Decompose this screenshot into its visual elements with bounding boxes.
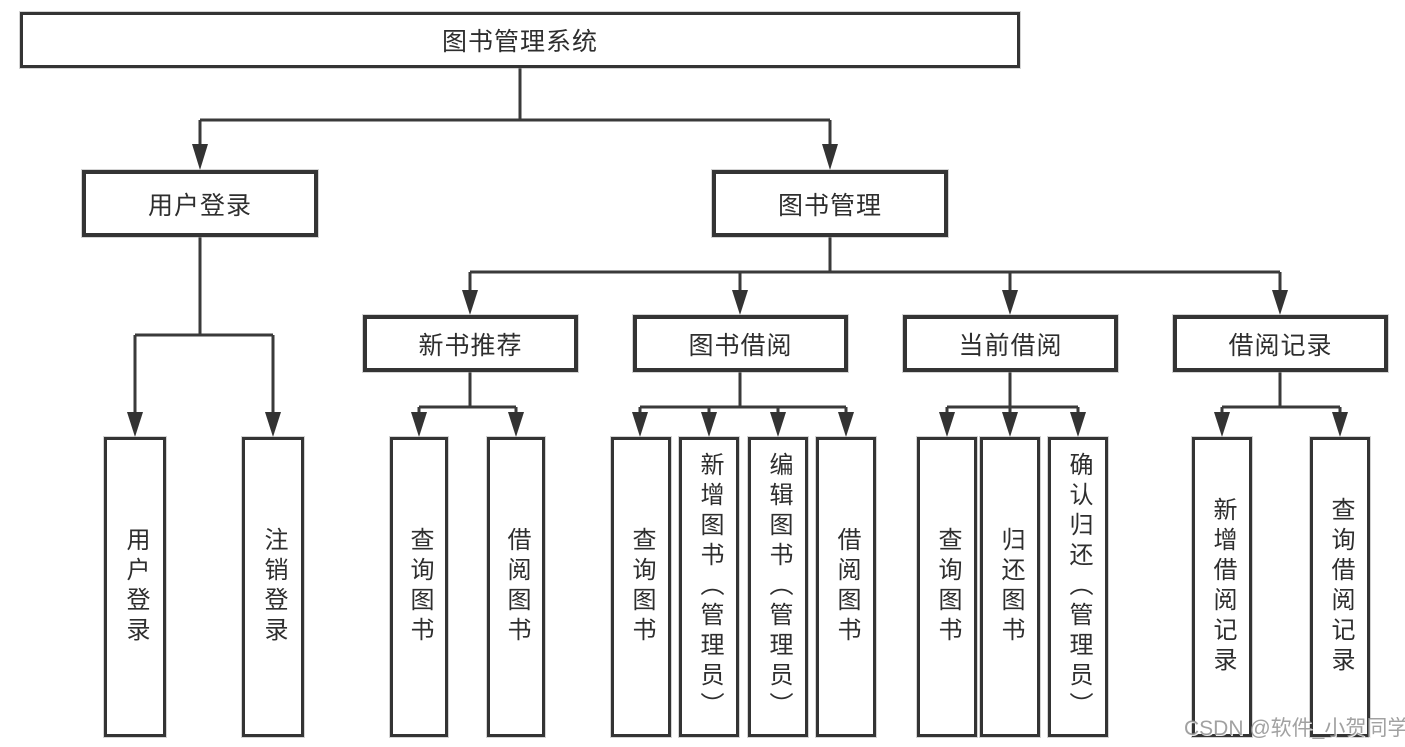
leaf-label: 查询图书 (628, 527, 655, 647)
leaf-user-login: 用户登录 (104, 437, 166, 737)
leaf-query-books-borrowing: 查询图书 (611, 437, 671, 737)
leaf-borrow-books: 借阅图书 (816, 437, 876, 737)
node-user-login: 用户登录 (82, 170, 318, 237)
node-borrowing-records: 借阅记录 (1173, 315, 1388, 372)
leaf-query-books-recommend: 查询图书 (390, 437, 448, 737)
leaf-label: 编辑图书（管理员） (765, 452, 792, 722)
csdn-watermark: CSDN @软件_小贺同学 (1184, 717, 1405, 740)
leaf-label: 新增借阅记录 (1209, 497, 1236, 677)
node-book-management: 图书管理 (712, 170, 948, 237)
leaf-label: 用户登录 (122, 527, 149, 647)
node-root-library-system: 图书管理系统 (20, 12, 1020, 68)
leaf-label: 借阅图书 (833, 527, 860, 647)
leaf-label: 查询图书 (406, 527, 433, 647)
leaf-label: 新增图书（管理员） (696, 452, 723, 722)
leaf-label: 注销登录 (260, 527, 287, 647)
leaf-label: 归还图书 (997, 527, 1024, 647)
leaf-query-borrow-record: 查询借阅记录 (1310, 437, 1370, 737)
leaf-add-borrow-record: 新增借阅记录 (1192, 437, 1252, 737)
leaf-confirm-return-admin: 确认归还（管理员） (1048, 437, 1108, 737)
leaf-label: 借阅图书 (503, 527, 530, 647)
leaf-label: 查询图书 (934, 527, 961, 647)
leaf-logout: 注销登录 (242, 437, 304, 737)
node-book-borrowing: 图书借阅 (633, 315, 848, 372)
leaf-label: 查询借阅记录 (1327, 497, 1354, 677)
leaf-add-book-admin: 新增图书（管理员） (679, 437, 739, 737)
node-current-borrowing: 当前借阅 (903, 315, 1118, 372)
leaf-borrow-books-recommend: 借阅图书 (487, 437, 545, 737)
leaf-return-book: 归还图书 (980, 437, 1040, 737)
leaf-edit-book-admin: 编辑图书（管理员） (748, 437, 808, 737)
leaf-query-books-current: 查询图书 (917, 437, 977, 737)
node-new-book-recommend: 新书推荐 (363, 315, 578, 372)
leaf-label: 确认归还（管理员） (1065, 452, 1092, 722)
